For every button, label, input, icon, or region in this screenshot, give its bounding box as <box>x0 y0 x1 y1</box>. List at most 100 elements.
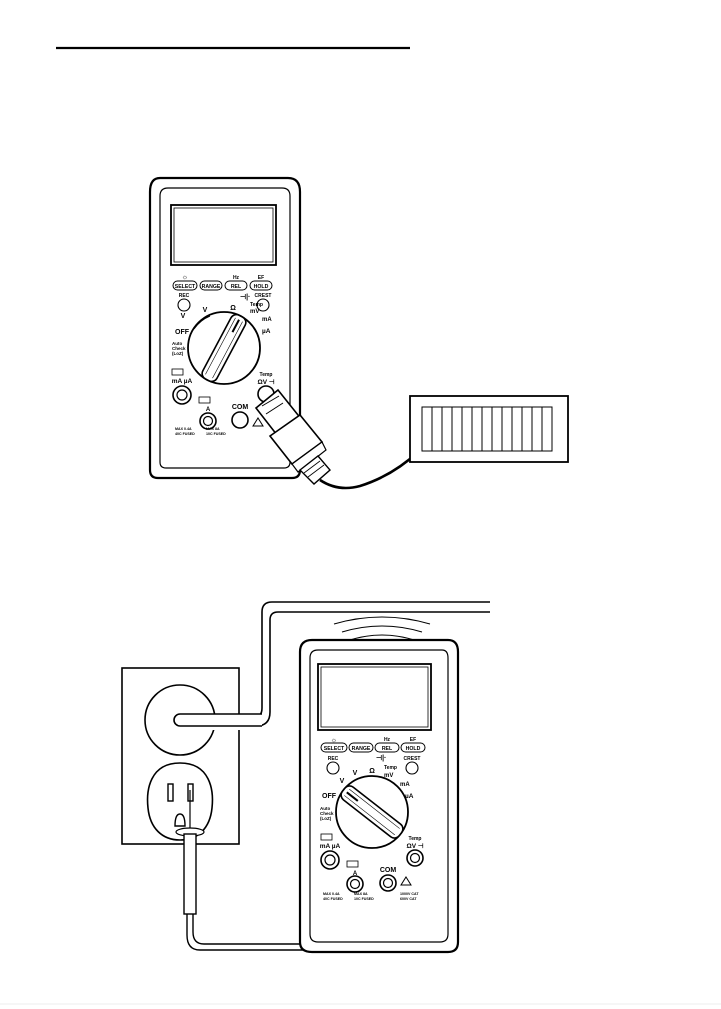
fuse-label-4b: 10C FUSED <box>354 897 374 901</box>
jack-com-inner-2 <box>382 877 394 889</box>
fuse-label-2b: 10C FUSED <box>206 432 226 436</box>
dial-ohm-label-2: Ω <box>369 768 375 775</box>
dial-mv-label-2: mV <box>384 773 393 779</box>
fuse-symbol-a <box>198 396 211 404</box>
crest-button[interactable] <box>256 298 270 312</box>
hold-top-label-2: EF <box>410 737 416 743</box>
button-row: ☼ SELECT RANGE Hz REL EF HOLD <box>172 274 273 291</box>
rel-top-label-2: Hz <box>384 737 391 743</box>
select-top-label: ☼ <box>182 274 188 281</box>
rel-button-label-2: REL <box>382 746 393 752</box>
outlet-ground <box>174 813 186 827</box>
lcd-inner-2 <box>320 666 429 728</box>
warning-triangle-icon <box>252 417 264 427</box>
crest-button-2[interactable] <box>405 761 419 775</box>
lcd-display <box>170 204 277 266</box>
rel-button[interactable] <box>224 280 248 291</box>
cat-label-2: 600V CAT <box>400 897 417 901</box>
dial-auto-label-2: Check <box>172 346 186 351</box>
jack-temp-label: Temp <box>260 372 273 378</box>
fuse-label-4: MAX 8A <box>354 892 368 896</box>
dial-ua-label-2: µA <box>405 793 414 800</box>
hold-button[interactable] <box>249 280 273 291</box>
dial-v-ac-label: V <box>181 313 186 320</box>
rel-top-label: Hz <box>233 275 240 281</box>
jack-ma-ua-label-2: mA µA <box>320 843 341 850</box>
lcd-display-2 <box>317 663 432 731</box>
select-button[interactable] <box>172 280 198 291</box>
jack-com[interactable] <box>231 411 249 429</box>
dial-ma-label-2: mA <box>400 782 410 788</box>
dial-ohm-label: Ω <box>230 305 236 312</box>
jack-a-label: A <box>206 407 211 413</box>
rec-button-2[interactable] <box>326 761 340 775</box>
fuse-label-3: MAX 0.4A <box>323 892 340 896</box>
dial-v-ac-label-2: V <box>340 778 345 785</box>
jack-ma-ua-label: mA µA <box>172 378 193 385</box>
figure-temperature-probe: ☼ SELECT RANGE Hz REL EF HOLD REC CREST … <box>148 176 569 490</box>
dial-auto-label-3: (LoZ) <box>172 351 184 356</box>
rotary-dial-2[interactable] <box>335 775 409 849</box>
dial-diode-icon-2: ⊣|· <box>376 754 386 762</box>
select-button-2[interactable] <box>320 742 348 753</box>
dial-ma-label: mA <box>262 317 272 323</box>
jack-a-label-2: A <box>353 871 358 877</box>
crest-label-2: CREST <box>404 756 421 762</box>
fuse-label-1b: 40C FUSED <box>175 432 195 436</box>
ncv-wave-2 <box>341 625 423 633</box>
dial-off-label-2: OFF <box>322 793 337 800</box>
hold-button-label: HOLD <box>254 284 269 290</box>
dial-auto-label-2b: Check <box>320 811 334 816</box>
lcd-inner <box>173 207 274 263</box>
fuse-label-3b: 40C FUSED <box>323 897 343 901</box>
hold-button-label-2: HOLD <box>406 746 421 752</box>
jack-a-inner <box>202 415 214 427</box>
heat-source-box <box>409 395 569 463</box>
hold-button-2[interactable] <box>400 742 426 753</box>
fuse-symbol <box>171 368 184 376</box>
select-button-label: SELECT <box>175 284 196 290</box>
rel-button-label: REL <box>231 284 242 290</box>
dial-ua-label: µA <box>262 328 271 335</box>
rotary-dial[interactable] <box>187 311 261 385</box>
range-button[interactable] <box>199 280 223 291</box>
jack-ma-ua-inner <box>176 389 188 401</box>
fuse-symbol-a-2 <box>346 860 359 868</box>
jack-ohm-v-label: ΩV ⊣ <box>257 378 274 386</box>
hold-top-label: EF <box>258 275 264 281</box>
range-button-label: RANGE <box>202 284 221 290</box>
warning-triangle-icon-2 <box>400 876 412 886</box>
range-button-label-2: RANGE <box>352 746 371 752</box>
dial-diode-icon: ⊣|· <box>240 293 250 301</box>
dial-auto-label-2a: Auto <box>320 806 330 811</box>
dial-mv-label: mV <box>250 309 259 315</box>
range-button-2[interactable] <box>348 742 374 753</box>
rec-button[interactable] <box>177 298 191 312</box>
rec-label: REC <box>179 293 190 299</box>
ncv-wave-3 <box>349 634 415 641</box>
dial-v-dc-label: V <box>203 307 208 314</box>
power-outlet <box>146 762 214 841</box>
jack-temp-inner-2 <box>409 852 421 864</box>
figure-non-contact-voltage: ☼ SELECT RANGE Hz REL EF HOLD REC CREST … <box>121 601 490 954</box>
rel-button-2[interactable] <box>374 742 400 753</box>
fuse-label-2: MAX 8A <box>206 427 220 431</box>
dial-temp-label-2: Temp <box>384 765 397 771</box>
jack-ohm-v-label-2: ΩV ⊣ <box>406 842 423 850</box>
select-button-label-2: SELECT <box>324 746 345 752</box>
jack-com-label-2: COM <box>380 867 397 874</box>
dial-off-label: OFF <box>175 329 190 336</box>
heat-fins <box>421 406 553 452</box>
fuse-label-1: MAX 0.4A <box>175 427 192 431</box>
dial-temp-label: Temp <box>250 302 263 308</box>
fuse-symbol-2 <box>320 833 333 841</box>
rec-label-2: REC <box>328 756 339 762</box>
dial-v-dc-label-2: V <box>353 770 358 777</box>
jack-temp-label-2: Temp <box>409 836 422 842</box>
jack-ma-ua-inner-2 <box>324 854 336 866</box>
select-top-label-2: ☼ <box>331 737 337 744</box>
thermocouple-adapter <box>254 388 331 485</box>
outlet-slot-left <box>167 783 174 802</box>
crest-label: CREST <box>255 293 272 299</box>
